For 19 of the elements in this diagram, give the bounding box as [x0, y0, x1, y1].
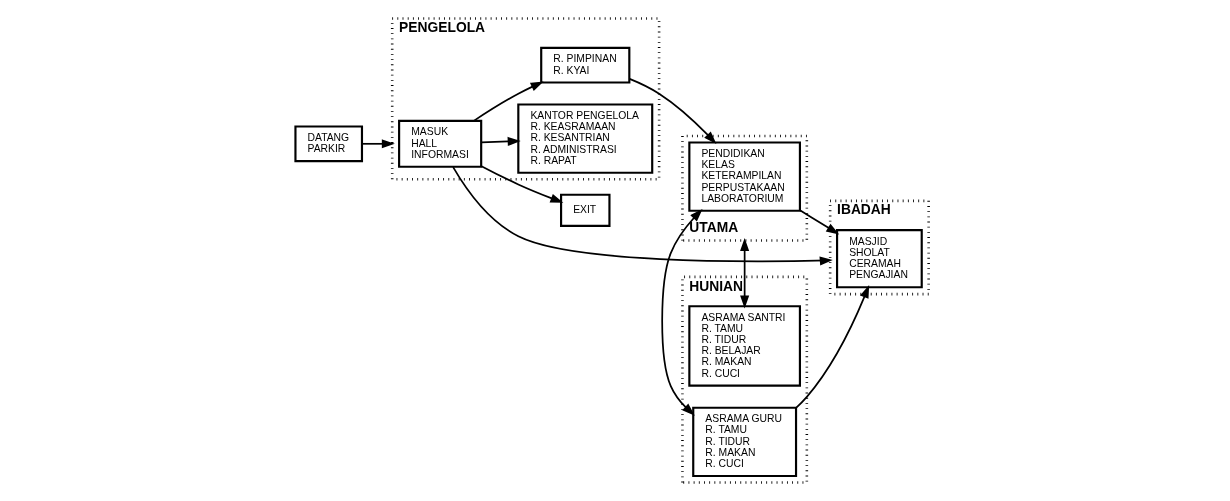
arrow: [798, 209, 839, 235]
node-box: EXIT: [559, 193, 611, 227]
node-box: KANTOR PENGELOLA R. KEASRAMAAN R. KESANTRIAN R. ADMINISTRASI R. RAPAT: [516, 103, 653, 174]
node-box: ASRAMA GURU R. TAMU R. TIDUR R. MAKAN R. CUCI: [691, 406, 797, 478]
node-box: ASRAMA SANTRI R. TAMU R. TIDUR R. BELAJAR R. MAKAN R. CUCI: [687, 305, 801, 387]
arrow: [472, 81, 544, 122]
arrow: [451, 166, 833, 266]
arrow: [794, 285, 869, 409]
arrow: [660, 208, 703, 416]
arrow: [360, 139, 395, 149]
node-box: PENDIDIKAN KELAS KETERAMPILAN PERPUSTAKAAN LABORATORIUM: [687, 141, 801, 212]
arrow: [739, 237, 749, 309]
node-box: DATANG PARKIR: [293, 125, 363, 163]
arrow: [480, 165, 563, 203]
node-box: R. PIMPINAN R. KYAI: [539, 46, 630, 84]
node-box: MASJID SHOLAT CERAMAH PENGAJIAN: [835, 229, 923, 289]
arrow: [628, 78, 716, 145]
node-box: MASUK HALL INFORMASI: [397, 119, 482, 168]
arrow: [479, 136, 521, 146]
